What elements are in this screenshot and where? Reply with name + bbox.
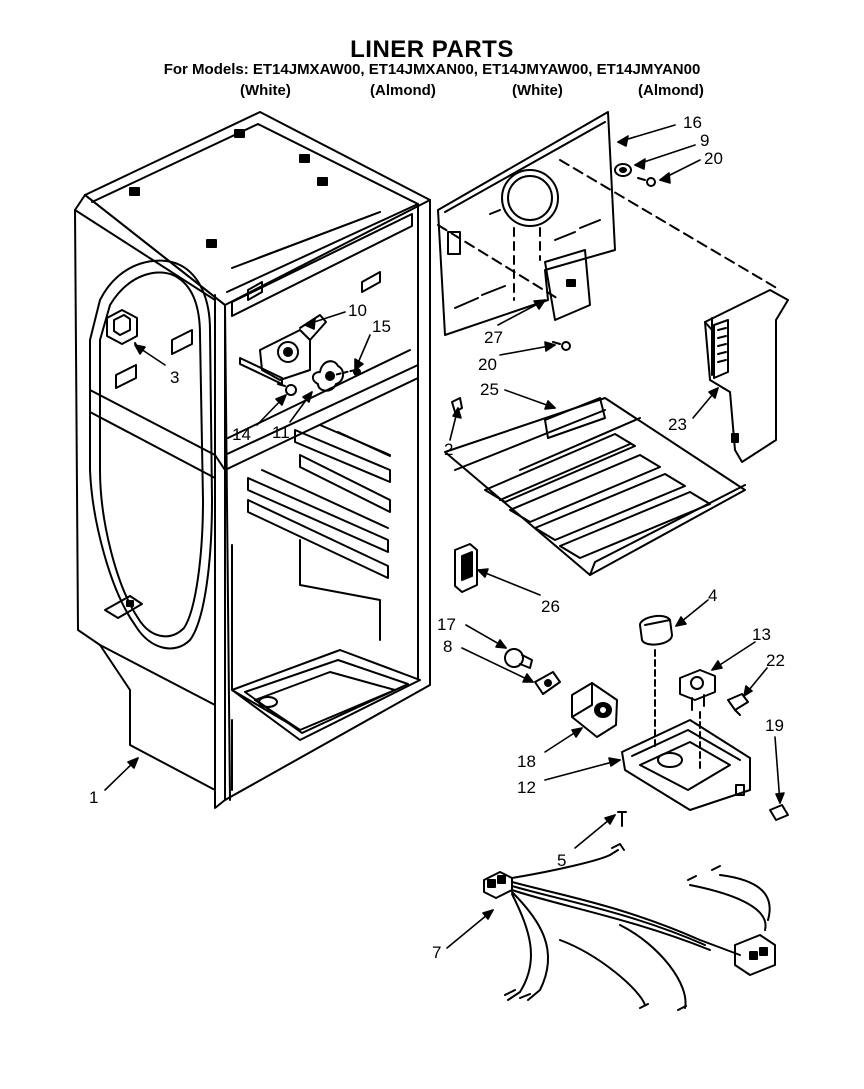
part-22-clip: [727, 693, 749, 716]
callout-23: 23: [668, 415, 687, 434]
callout-26: 26: [541, 597, 560, 616]
part-23-duct: [704, 289, 789, 463]
variant-label: (White): [512, 82, 563, 99]
part-4-knob: [639, 614, 673, 646]
callout-20: 20: [704, 149, 723, 168]
variant-label: (White): [240, 82, 291, 99]
callout-11: 11: [272, 423, 290, 442]
callout-4: 4: [708, 586, 717, 605]
part-18-shade: [571, 682, 618, 738]
callout-18: 18: [517, 752, 536, 771]
callout-19: 19: [765, 716, 784, 735]
variant-label: (Almond): [638, 82, 704, 99]
callout-1: 1: [89, 788, 98, 807]
part-16-cover-panel: [437, 111, 616, 336]
part-26-bracket: [454, 543, 478, 593]
part-7-wire-harness: [483, 843, 776, 1011]
callout-25: 25: [480, 380, 499, 399]
callout-12: 12: [517, 778, 536, 797]
part-5-screw: [617, 811, 627, 827]
part-19-clip: [769, 804, 789, 821]
part-12-housing: [621, 719, 751, 811]
callout-15: 15: [372, 317, 391, 336]
callout-7: 7: [432, 943, 441, 962]
callout-3: 3: [170, 368, 179, 387]
callout-20: 20: [478, 355, 497, 374]
liner-cabinet: [74, 111, 431, 809]
models-line: For Models: ET14JMXAW00, ET14JMXAN00, ET…: [163, 61, 701, 78]
callout-16: 16: [683, 113, 702, 132]
callout-22: 22: [766, 651, 785, 670]
callout-5: 5: [557, 851, 566, 870]
callout-9: 9: [700, 131, 709, 150]
part-8-socket: [534, 671, 561, 695]
part-9-grommet: [614, 163, 632, 177]
variant-label: (Almond): [370, 82, 436, 99]
callout-8: 8: [443, 637, 452, 656]
callout-labels: 16 9 20 10 15 3 27 20 25 2 23 14 11 26 4…: [89, 113, 785, 962]
part-25-tray: [444, 397, 746, 576]
callout-13: 13: [752, 625, 771, 644]
leader-lines: [104, 124, 785, 949]
part-14-screw: [277, 383, 297, 396]
part-13-thermostat: [679, 669, 716, 711]
diagram-title: LINER PARTS: [350, 36, 514, 63]
part-2-screw: [451, 397, 463, 413]
callout-27: 27: [484, 328, 503, 347]
callout-10: 10: [348, 301, 367, 320]
part-17-bulb: [504, 648, 533, 669]
callout-2: 2: [444, 440, 453, 459]
callout-14: 14: [232, 425, 251, 444]
part-20-screw: [552, 177, 656, 351]
callout-17: 17: [437, 615, 456, 634]
